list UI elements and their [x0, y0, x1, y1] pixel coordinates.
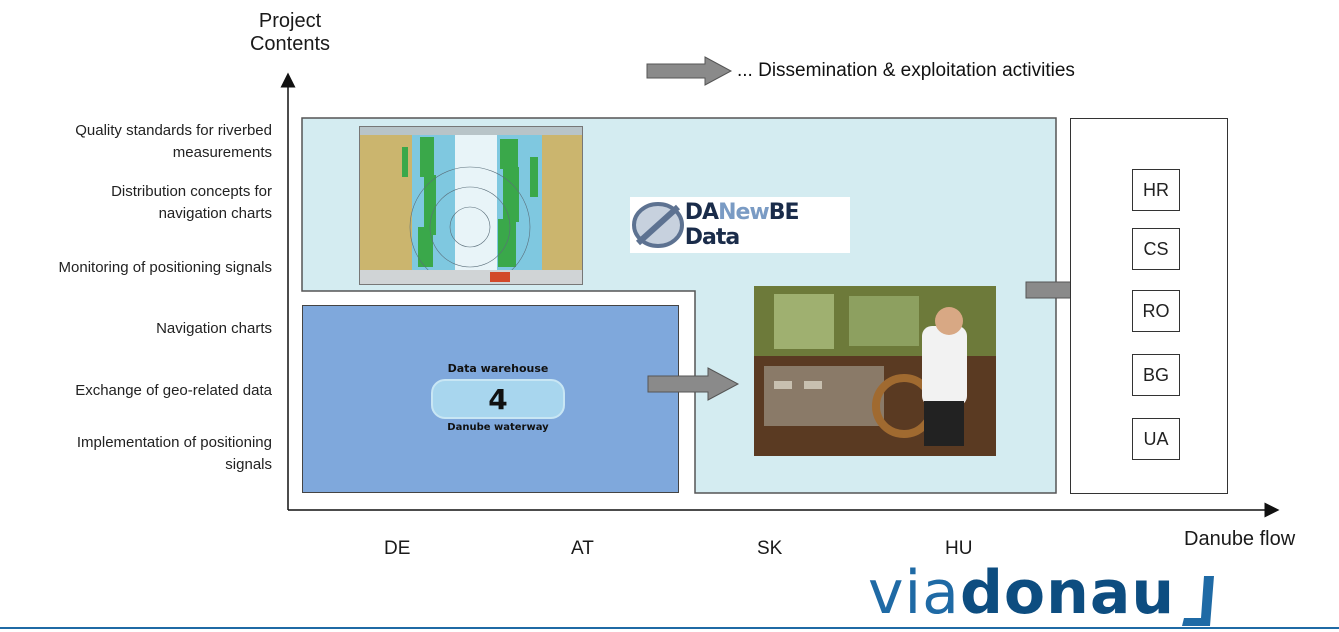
- warehouse-logo-top: Data warehouse: [447, 362, 549, 375]
- danewbe-logo-da: DA: [684, 200, 719, 225]
- viadonau-slash-icon: [1182, 576, 1214, 626]
- warehouse-logo-number: 4: [488, 382, 508, 416]
- country-box-ua: UA: [1132, 418, 1180, 460]
- danewbe-logo: DANewBE Data: [630, 197, 850, 253]
- viadonau-logo-via: via: [868, 558, 960, 628]
- row-label-navigation-charts: Navigation charts: [0, 318, 272, 340]
- row-label-line: Navigation charts: [156, 320, 272, 337]
- row-label-line: Exchange of geo-related data: [75, 382, 272, 399]
- flow-arrow-icon: [647, 367, 740, 401]
- chart-map-icon: [360, 127, 582, 284]
- danewbe-logo-new: New: [718, 200, 770, 225]
- row-label-implementation: Implementation of positioning signals: [0, 432, 272, 476]
- row-label-quality-standards: Quality standards for riverbed measureme…: [0, 120, 272, 164]
- captain-photo-icon: [754, 286, 996, 456]
- country-box-bg: BG: [1132, 354, 1180, 396]
- x-label-sk: SK: [757, 538, 783, 559]
- warehouse-logo-badge: 4: [431, 379, 565, 419]
- y-axis-title-line2: Contents: [249, 33, 331, 55]
- dissemination-arrow-icon: [646, 56, 733, 86]
- x-label-de: DE: [384, 538, 411, 559]
- row-label-line: Implementation of positioning: [76, 434, 272, 451]
- row-label-distribution-concepts: Distribution concepts for navigation cha…: [0, 181, 272, 225]
- viadonau-logo-donau: donau: [959, 558, 1176, 628]
- ship-bridge-photo: [754, 286, 996, 456]
- x-label-hu: HU: [945, 538, 973, 559]
- navigation-chart-image: [359, 126, 583, 285]
- row-label-line: measurements: [172, 144, 272, 161]
- danewbe-logo-icon: [632, 202, 684, 248]
- danewbe-logo-be-data: BE Data: [684, 200, 800, 250]
- row-label-line: Distribution concepts for: [111, 183, 272, 200]
- row-label-line: navigation charts: [158, 205, 272, 222]
- country-box-ro: RO: [1132, 290, 1180, 332]
- dissemination-note: ... Dissemination & exploitation activit…: [737, 60, 1075, 81]
- country-box-hr: HR: [1132, 169, 1180, 211]
- x-axis-title: Danube flow: [1184, 528, 1296, 550]
- y-axis-title-line1: Project: [258, 10, 322, 32]
- warehouse-logo-bottom: Danube waterway: [447, 422, 549, 433]
- row-label-line: Quality standards for riverbed: [75, 122, 272, 139]
- warehouse-logo: Data warehouse 4 Danube waterway: [430, 362, 566, 446]
- row-label-line: signals: [225, 456, 272, 473]
- row-label-line: Monitoring of positioning signals: [58, 259, 272, 276]
- x-label-at: AT: [571, 538, 594, 559]
- country-box-cs: CS: [1132, 228, 1180, 270]
- y-axis-title: Project Contents: [240, 10, 340, 56]
- row-label-exchange-geo: Exchange of geo-related data: [0, 380, 272, 402]
- row-label-monitoring: Monitoring of positioning signals: [0, 257, 272, 279]
